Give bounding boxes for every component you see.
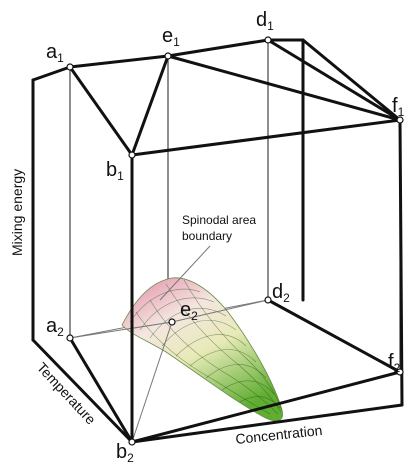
node-e1 [164, 52, 172, 60]
label-f2: f2 [388, 351, 401, 375]
annotation-line-2: boundary [182, 229, 232, 243]
annotation-line-1: Spinodal area [182, 213, 256, 227]
node-d2 [264, 296, 272, 304]
axis-label-mixing-energy: Mixing energy [9, 169, 25, 256]
label-b2: b2 [116, 441, 134, 463]
label-e1: e1 [162, 25, 180, 49]
top-face [68, 38, 402, 157]
box-edges [31, 38, 404, 444]
label-a2: a2 [46, 315, 64, 339]
label-d1: d1 [256, 9, 274, 33]
node-b2 [128, 438, 136, 446]
node-f1 [396, 116, 404, 124]
label-b1: b1 [106, 159, 124, 183]
nodes [66, 36, 404, 446]
annotation-leader [159, 245, 211, 301]
label-a1: a1 [46, 41, 64, 65]
node-e2 [168, 318, 176, 326]
bottom-face [68, 298, 402, 444]
label-d2: d2 [272, 281, 290, 305]
node-f2 [396, 368, 404, 376]
label-e2: e2 [180, 299, 198, 323]
node-b1 [128, 151, 136, 159]
node-d1 [264, 36, 272, 44]
label-f1: f1 [392, 95, 405, 119]
e2-construction-lines [69, 299, 269, 443]
spinodal-surface [121, 277, 283, 422]
node-a2 [66, 334, 74, 342]
node-a1 [66, 63, 74, 71]
